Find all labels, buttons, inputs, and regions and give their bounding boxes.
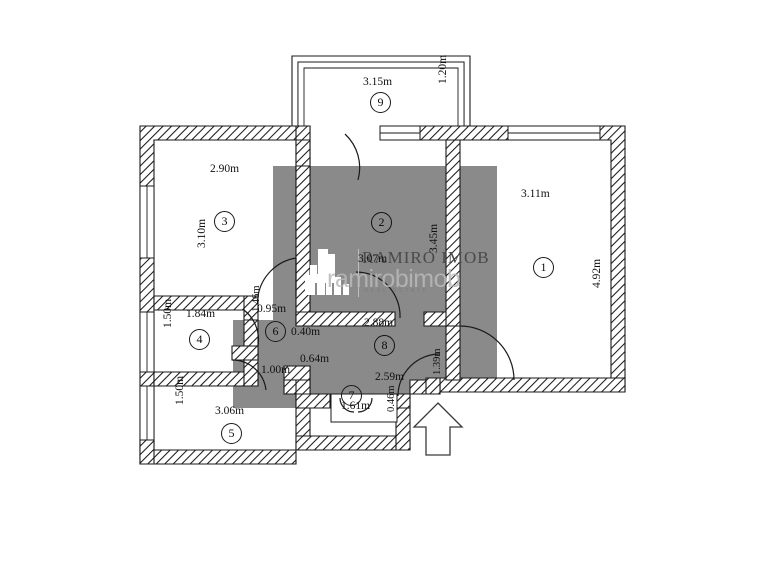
- window-top-middle: [379, 125, 421, 141]
- room-number-5: 5: [221, 423, 242, 444]
- dimension-hall-opening: 1.00m: [261, 364, 291, 376]
- window-top-right: [507, 125, 601, 141]
- balcony-9: [291, 55, 471, 127]
- dimension-room1-height: 4.92m: [591, 258, 603, 288]
- door-swings: [231, 133, 515, 413]
- dimension-room5-height: 1.50m: [174, 375, 186, 405]
- window-left-upper: [139, 185, 155, 259]
- dimension-room6-width: 0.95m: [257, 303, 287, 315]
- dimension-wall-0-64: 0.64m: [300, 353, 330, 365]
- dimension-room5-width: 3.06m: [215, 405, 245, 417]
- dimension-room6-depth: 0.40m: [291, 326, 321, 338]
- dimension-room2-width: 3.07m: [358, 253, 388, 265]
- room-number-4: 4: [189, 329, 210, 350]
- dimension-room3-width: 2.90m: [210, 163, 240, 175]
- dimension-balcony-height: 1.20m: [437, 54, 449, 84]
- room-number-1: 1: [533, 257, 554, 278]
- dimension-room4-width: 1.84m: [186, 308, 216, 320]
- dimension-balcony-width: 3.15m: [363, 76, 393, 88]
- dimension-room2-height: 3.45m: [428, 223, 440, 253]
- room-number-3: 3: [214, 211, 235, 232]
- dimension-room3-height: 3.10m: [196, 218, 208, 248]
- dimension-room8-width: 2.88m: [364, 317, 394, 329]
- room-number-2: 2: [371, 212, 392, 233]
- window-left-lower: [139, 385, 155, 441]
- dimension-room8-height: 1.39m: [432, 348, 443, 375]
- interior-walls: [153, 139, 461, 423]
- window-left-middle: [139, 311, 155, 373]
- dimension-room8-lower: 2.59m: [375, 371, 405, 383]
- dimension-room4-height: 1.50m: [162, 298, 174, 328]
- room-number-7: 7: [341, 385, 362, 406]
- room-number-6: 6: [265, 321, 286, 342]
- dimension-room6-height: 1.46m: [251, 285, 262, 312]
- entrance-arrow-icon: [412, 402, 464, 456]
- dimension-room7-height: 0.46m: [386, 385, 397, 412]
- dimension-room1-width: 3.11m: [521, 188, 550, 200]
- room-number-8: 8: [374, 335, 395, 356]
- room-number-9: 9: [370, 92, 391, 113]
